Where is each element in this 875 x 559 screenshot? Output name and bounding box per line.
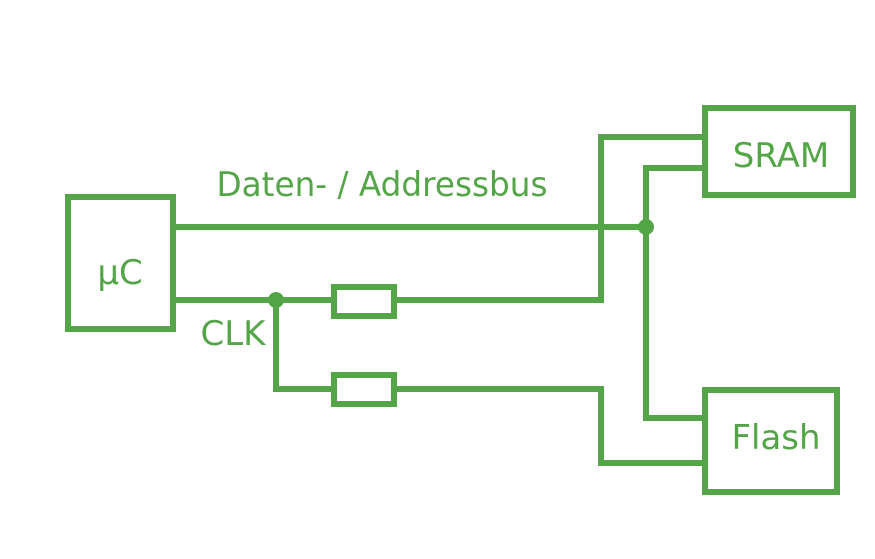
clk-label: CLK — [201, 314, 268, 354]
bus-label: Daten- / Addressbus — [217, 165, 548, 205]
bus-to-sram-wire — [643, 165, 708, 421]
clk-flash-branch-wire — [273, 297, 337, 392]
clk-flash-wire — [391, 386, 708, 466]
flash-label: Flash — [731, 418, 820, 458]
flash-block — [702, 387, 840, 495]
clk-junction-node — [268, 292, 284, 308]
mcu-block — [65, 194, 176, 332]
resistor-sram-clk — [331, 284, 397, 319]
mcu-label: µC — [97, 253, 142, 293]
bus-junction-node — [638, 219, 654, 235]
sram-block — [702, 105, 856, 198]
clk-sram-wire — [391, 134, 708, 303]
sram-label: SRAM — [733, 136, 829, 176]
resistor-flash-clk — [331, 372, 397, 407]
